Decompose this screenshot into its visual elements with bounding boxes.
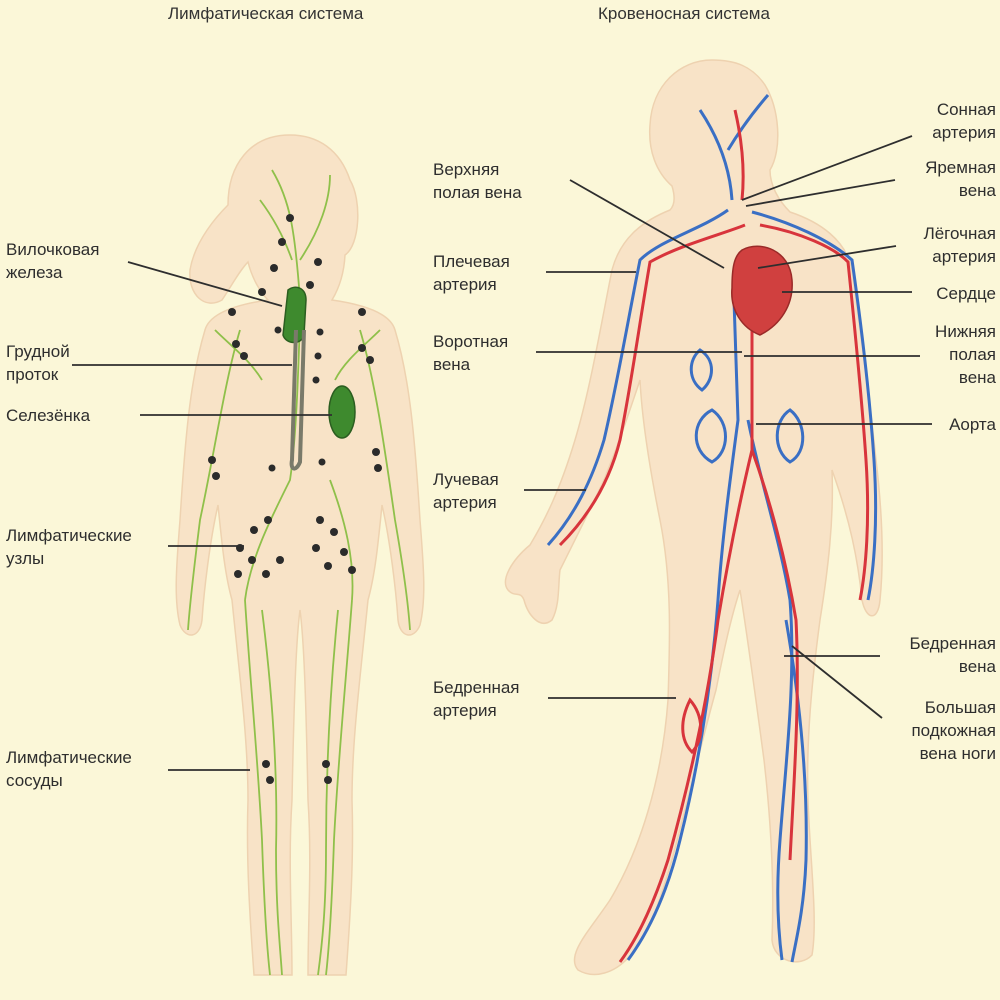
thoracic-duct [289, 329, 306, 471]
portal-vein-label: Воротная вена [433, 332, 509, 374]
femoral-artery-label: Бедренная артерия [433, 678, 520, 720]
aorta-label: Аорта [949, 415, 996, 434]
jugular-vein-label: Яремная вена [925, 158, 996, 200]
lymph-vessels [187, 169, 411, 976]
arteries [558, 109, 870, 963]
spleen-organ [328, 385, 356, 439]
carotid-artery-label: Сонная артерия [932, 100, 996, 142]
circulatory-body-silhouette [504, 59, 883, 976]
superior-vena-cava-label: Верхняя полая вена [433, 160, 522, 202]
heart-organ [731, 245, 793, 336]
thoracic-duct-label: Грудной проток [6, 342, 70, 384]
thymus-label: Вилочковая железа [6, 240, 100, 282]
radial-artery-label: Лучевая артерия [433, 470, 499, 512]
pulmonary-artery-label: Лёгочная артерия [923, 224, 996, 266]
spleen-label: Селезёнка [6, 406, 91, 425]
lymphatic-figure [175, 134, 425, 976]
femoral-vein-label: Бедренная вена [909, 634, 996, 676]
heart-label: Сердце [936, 284, 996, 303]
blood-title: Кровеносная система [598, 4, 770, 23]
inferior-vena-cava-label: Нижняя полая вена [935, 322, 996, 387]
great-saphenous-vein-label: Большая подкожная вена ноги [911, 698, 996, 763]
lymph-nodes-label: Лимфатические узлы [6, 526, 132, 568]
lymphatic-body-silhouette [175, 134, 425, 976]
leader-lines [72, 135, 932, 771]
lymph-nodes [208, 214, 382, 784]
lymphatic-title: Лимфатическая система [168, 4, 364, 23]
lymph-vessels-label: Лимфатические сосуды [6, 748, 132, 790]
circulatory-figure [504, 59, 883, 976]
brachial-artery-label: Плечевая артерия [433, 252, 510, 294]
